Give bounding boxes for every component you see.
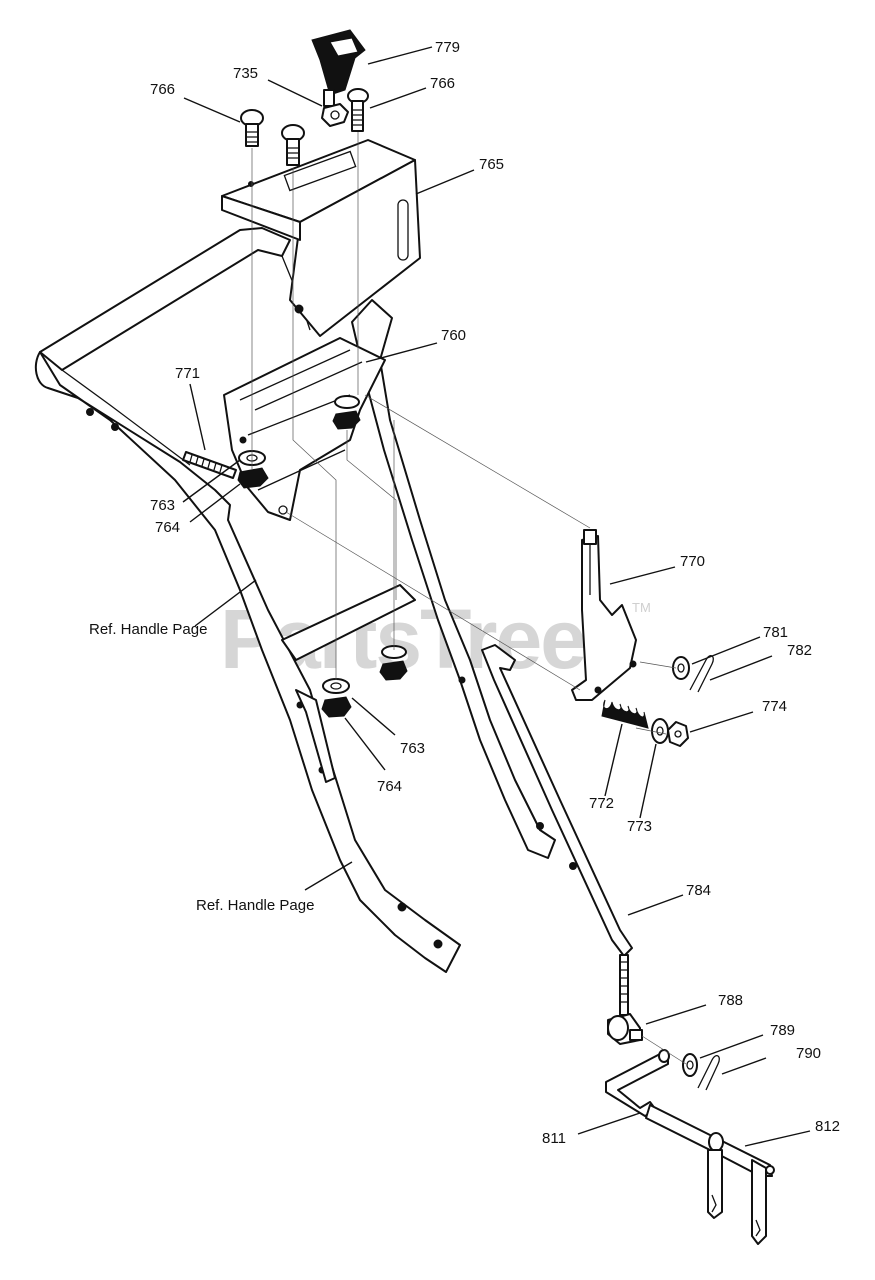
callout-782: 782 [787, 642, 812, 659]
callout-771: 771 [175, 365, 200, 382]
hex-nut-735 [321, 103, 349, 127]
nut-764-lower [321, 696, 352, 718]
washer-773 [651, 718, 669, 744]
washer-781 [672, 656, 690, 680]
ferrule-788 [607, 1013, 643, 1045]
callout-766-left: 766 [150, 81, 175, 98]
mounting-bracket-760 [223, 337, 386, 521]
callout-770: 770 [680, 553, 705, 570]
watermark-trademark: TM [632, 600, 651, 615]
callout-764-lower: 764 [377, 778, 402, 795]
callout-812: 812 [815, 1118, 840, 1135]
callout-772: 772 [589, 795, 614, 812]
hairpin-782 [689, 655, 714, 693]
callout-779: 779 [435, 39, 460, 56]
callout-788: 788 [718, 992, 743, 1009]
threaded-rod-771 [182, 451, 237, 479]
nut-upper-right [332, 410, 361, 430]
callout-784: 784 [686, 882, 711, 899]
callout-789: 789 [770, 1022, 795, 1039]
nut-lower-right [379, 660, 408, 681]
callout-735: 735 [233, 65, 258, 82]
callout-labels: 779 735 766 766 765 760 771 763 764 770 … [89, 39, 840, 1147]
callout-790: 790 [796, 1045, 821, 1062]
shift-arm-811 [605, 1049, 670, 1117]
carriage-bolt-766-left [240, 109, 264, 147]
shift-rod-784 [481, 644, 633, 1016]
callout-764-upper: 764 [155, 519, 180, 536]
nut-764-upper [237, 467, 269, 489]
callout-760: 760 [441, 327, 466, 344]
hairpin-790 [697, 1055, 720, 1091]
carriage-bolt-766-right [347, 88, 369, 132]
washer-upper-right [334, 395, 360, 409]
shift-lever-770 [571, 529, 637, 701]
ref-handle-page-upper: Ref. Handle Page [89, 621, 207, 638]
washer-763-lower [322, 678, 350, 694]
shift-fork-812 [645, 1104, 775, 1245]
callout-781: 781 [763, 624, 788, 641]
washer-789 [682, 1053, 698, 1077]
leader-lines [182, 46, 811, 1147]
ref-handle-page-lower: Ref. Handle Page [196, 897, 314, 914]
callout-765: 765 [479, 156, 504, 173]
callout-763-upper: 763 [150, 497, 175, 514]
nut-774 [667, 721, 689, 747]
callout-773: 773 [627, 818, 652, 835]
carriage-bolt-766-mid [281, 124, 305, 166]
callout-766-right: 766 [430, 75, 455, 92]
callout-811: 811 [542, 1130, 566, 1147]
callout-774: 774 [762, 698, 787, 715]
assembly-guide-lines [251, 132, 687, 1065]
spring-772 [601, 699, 649, 729]
callout-763-lower: 763 [400, 740, 425, 757]
cover-plate-765 [221, 139, 421, 337]
